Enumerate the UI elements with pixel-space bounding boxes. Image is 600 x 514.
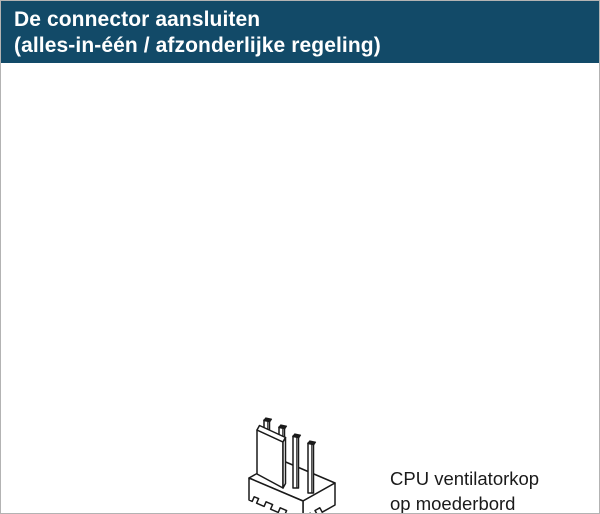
figure-caption-line2: op moederbord xyxy=(390,493,516,514)
figure-area: CPU ventilatorkop op moederbord xyxy=(1,63,599,513)
section-header: De connector aansluiten (alles-in-één / … xyxy=(1,1,599,63)
connector-line-drawing-icon xyxy=(248,417,336,513)
figure-caption-line1: CPU ventilatorkop xyxy=(390,468,540,489)
cpu-fan-header-illustration xyxy=(235,408,345,513)
figure-caption: CPU ventilatorkop op moederbord xyxy=(390,466,540,514)
section-title-line2: (alles-in-één / afzonderlijke regeling) xyxy=(14,34,381,57)
section-title-line1: De connector aansluiten xyxy=(14,8,261,31)
